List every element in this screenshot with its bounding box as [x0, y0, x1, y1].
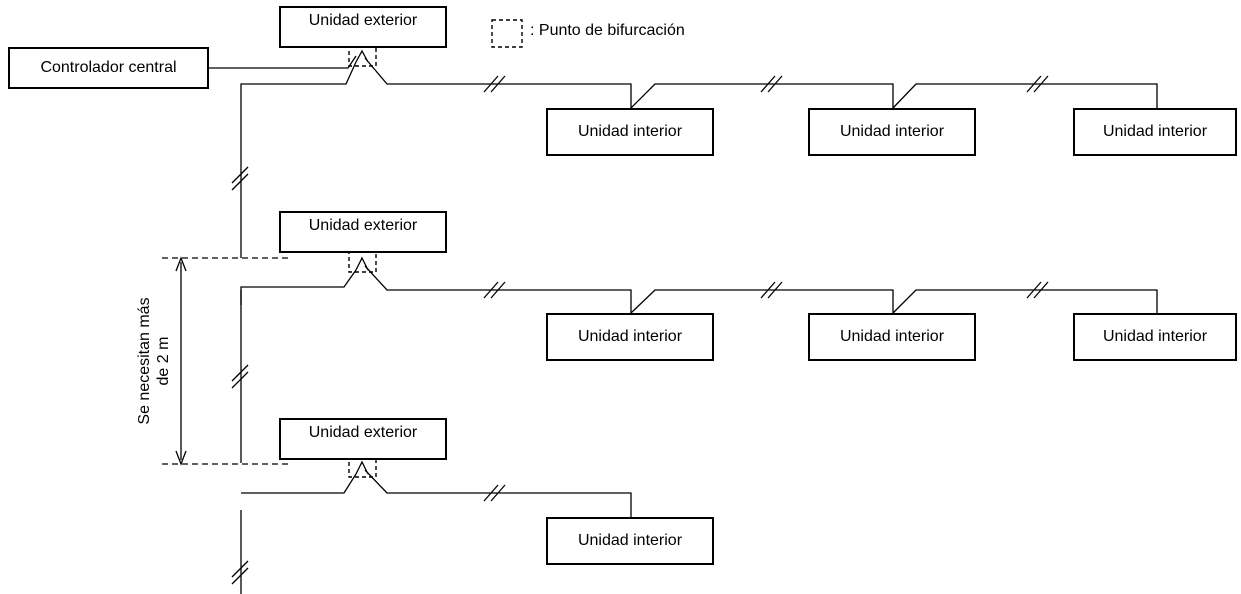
dimension-label: Se necesitan más de 2 m [135, 261, 175, 461]
break-marks-row-1 [483, 75, 1049, 93]
indoor-wire-row-2c [892, 289, 1158, 314]
indoor-unit-label: Unidad interior [577, 532, 683, 549]
outdoor-unit-label: Unidad exterior [308, 12, 418, 29]
indoor-unit-r1-c2: Unidad interior [808, 108, 976, 156]
branch-v-1 [355, 49, 369, 63]
central-controller-box: Controlador central [8, 47, 209, 89]
break-marks-row-3 [483, 484, 506, 502]
indoor-wire-row-1b [630, 83, 894, 109]
dimension-indicator [162, 256, 288, 466]
controller-wire [209, 55, 357, 69]
indoor-unit-label: Unidad interior [839, 328, 945, 345]
indoor-unit-label: Unidad interior [577, 328, 683, 345]
indoor-wire-row-2b [630, 289, 894, 314]
indoor-unit-r2-c3: Unidad interior [1073, 313, 1237, 361]
dimension-label-line-1: Se necesitan más [136, 297, 153, 425]
transmission-wire-2 [240, 269, 357, 463]
indoor-wire-row-3 [364, 469, 632, 517]
branch-point-2 [348, 245, 377, 273]
indoor-wire-row-1c [892, 83, 1158, 109]
central-controller-label: Controlador central [40, 59, 177, 76]
outdoor-unit-1: Unidad exterior [279, 6, 447, 48]
legend-label: : Punto de bifurcación [530, 22, 685, 39]
break-marks-row-2 [483, 281, 1049, 299]
indoor-unit-r1-c3: Unidad interior [1073, 108, 1237, 156]
dimension-label-line-2: de 2 m [155, 336, 172, 386]
indoor-unit-label: Unidad interior [577, 123, 683, 140]
indoor-wire-row-1 [364, 57, 632, 108]
outdoor-unit-label: Unidad exterior [308, 424, 418, 441]
legend-branch-point-symbol [491, 19, 523, 48]
branch-point-1 [348, 39, 377, 67]
indoor-unit-r2-c1: Unidad interior [546, 313, 714, 361]
indoor-unit-r1-c1: Unidad interior [546, 108, 714, 156]
outdoor-unit-2: Unidad exterior [279, 211, 447, 253]
break-marks-vertical [231, 166, 249, 585]
indoor-unit-label: Unidad interior [1102, 328, 1208, 345]
transmission-wire-1 [240, 61, 357, 258]
branch-point-3 [348, 450, 377, 478]
indoor-unit-r3-c1: Unidad interior [546, 517, 714, 565]
indoor-unit-r2-c2: Unidad interior [808, 313, 976, 361]
branch-v-2 [355, 256, 369, 271]
outdoor-unit-label: Unidad exterior [308, 217, 418, 234]
indoor-unit-label: Unidad interior [839, 123, 945, 140]
outdoor-unit-3: Unidad exterior [279, 418, 447, 460]
indoor-unit-label: Unidad interior [1102, 123, 1208, 140]
branch-v-3 [355, 460, 369, 475]
indoor-wire-row-2 [364, 265, 632, 313]
transmission-wire-3 [241, 473, 357, 494]
